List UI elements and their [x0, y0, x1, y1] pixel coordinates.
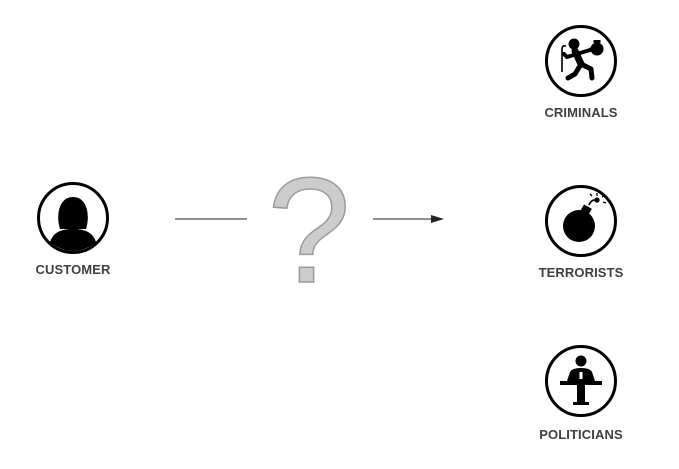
politicians-icon-badge — [545, 345, 617, 417]
arrowhead — [431, 215, 444, 223]
criminals-label: CRIMINALS — [544, 105, 618, 120]
terrorists-label: TERRORISTS — [538, 265, 624, 280]
politicians-label: POLITICIANS — [539, 427, 623, 442]
woman-avatar-icon — [50, 197, 96, 251]
running-thief-icon — [561, 38, 604, 81]
customer-label: CUSTOMER — [35, 262, 111, 277]
customer-icon-badge — [37, 182, 109, 254]
criminals-icon-badge — [545, 25, 617, 97]
question-mark: ? — [267, 146, 350, 314]
terrorists-icon-badge — [545, 185, 617, 257]
speaker-at-podium-icon — [560, 355, 602, 405]
bomb-icon — [563, 193, 607, 242]
